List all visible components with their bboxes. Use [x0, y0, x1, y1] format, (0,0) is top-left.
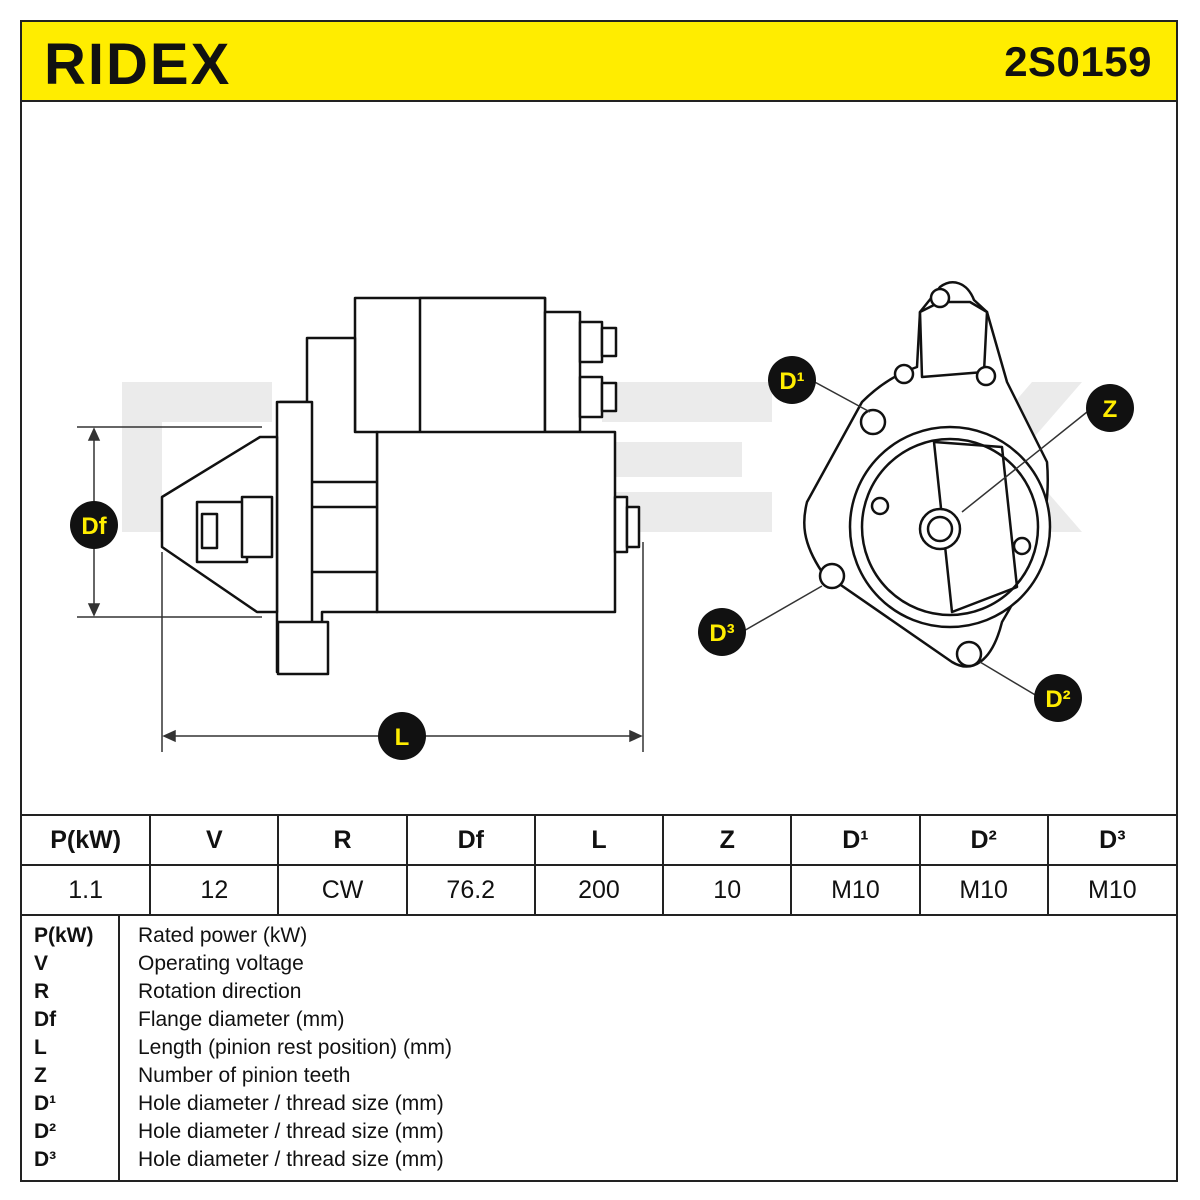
legend-symbol: L: [34, 1036, 47, 1059]
legend-description: Hole diameter / thread size (mm): [138, 1092, 444, 1115]
legend-description: Length (pinion rest position) (mm): [138, 1036, 452, 1059]
spec-table-header-row: P(kW) V R Df L Z D¹ D² D³: [22, 815, 1176, 866]
front-view-leaders: [741, 379, 1093, 697]
spec-header-cell: Z: [663, 815, 793, 866]
spec-value-cell: M10: [791, 865, 921, 916]
legend-row: P(kW) Rated power (kW): [22, 922, 1176, 950]
hole-d3: [818, 562, 846, 590]
brand-logo-text: RIDEX: [44, 32, 231, 94]
legend-row: R Rotation direction: [22, 978, 1176, 1006]
spec-header-cell: V: [150, 815, 280, 866]
legend-row: D¹ Hole diameter / thread size (mm): [22, 1090, 1176, 1118]
legend: P(kW) Rated power (kW) V Operating volta…: [22, 914, 1176, 1180]
legend-description: Number of pinion teeth: [138, 1064, 351, 1087]
spec-value-cell: M10: [1047, 865, 1176, 916]
svg-text:Df: Df: [81, 513, 107, 540]
legend-row: Z Number of pinion teeth: [22, 1062, 1176, 1090]
svg-text:D²: D²: [1045, 686, 1070, 713]
technical-drawing: Df L: [22, 102, 1176, 814]
legend-description: Flange diameter (mm): [138, 1008, 345, 1031]
spec-header-cell: L: [534, 815, 665, 866]
legend-symbol: Z: [34, 1064, 47, 1087]
legend-symbol-column: [22, 914, 120, 1180]
l-badge: L: [378, 712, 426, 760]
d1-badge: D¹: [768, 356, 816, 404]
legend-symbol: P(kW): [34, 924, 94, 947]
spec-value-cell: 12: [150, 865, 280, 916]
legend-description: Hole diameter / thread size (mm): [138, 1148, 444, 1171]
spec-value-cell: 10: [663, 865, 793, 916]
spec-table-value-row: 1.1 12 CW 76.2 200 10 M10 M10 M10: [22, 865, 1176, 916]
legend-row: D² Hole diameter / thread size (mm): [22, 1118, 1176, 1146]
legend-row: Df Flange diameter (mm): [22, 1006, 1176, 1034]
spec-header-cell: D³: [1047, 815, 1176, 866]
hole-d2: [955, 640, 983, 668]
svg-text:L: L: [395, 724, 410, 751]
spec-table: P(kW) V R Df L Z D¹ D² D³ 1.1 12 CW 76.2…: [22, 814, 1176, 916]
svg-text:Z: Z: [1103, 396, 1118, 423]
starter-front-view: [802, 281, 1052, 668]
motor-body: [375, 430, 617, 614]
drawing-canvas: Df L: [70, 281, 1134, 760]
legend-symbol: Df: [34, 1008, 57, 1031]
legend-description: Operating voltage: [138, 952, 304, 975]
legend-symbol: D¹: [34, 1092, 57, 1115]
hole-d1: [859, 408, 887, 436]
svg-text:D¹: D¹: [779, 368, 804, 395]
spec-header-cell: D¹: [791, 815, 921, 866]
d3-badge: D³: [698, 608, 746, 656]
spec-value-cell: 1.1: [22, 865, 152, 916]
legend-row: D³ Hole diameter / thread size (mm): [22, 1146, 1176, 1174]
part-number: 2S0159: [1004, 38, 1152, 85]
legend-description: Rated power (kW): [138, 924, 308, 947]
spec-value-cell: CW: [278, 865, 408, 916]
d2-badge: D²: [1034, 674, 1082, 722]
svg-text:D³: D³: [709, 620, 734, 647]
starter-side-view: [160, 296, 641, 676]
spec-value-cell: M10: [919, 865, 1049, 916]
spec-header-cell: P(kW): [22, 815, 152, 866]
legend-description: Hole diameter / thread size (mm): [138, 1120, 444, 1143]
spec-header-cell: R: [278, 815, 408, 866]
spec-header-cell: Df: [406, 815, 536, 866]
legend-row: L Length (pinion rest position) (mm): [22, 1034, 1176, 1062]
header-bar: RIDEX 2S0159: [22, 22, 1176, 102]
legend-description: Rotation direction: [138, 980, 302, 1003]
spec-header-cell: D²: [919, 815, 1049, 866]
z-badge: Z: [1086, 384, 1134, 432]
brand-logo: RIDEX: [44, 32, 231, 94]
legend-symbol: D³: [34, 1148, 57, 1171]
legend-symbol: V: [34, 952, 49, 975]
legend-symbol: R: [34, 980, 50, 1003]
spec-value-cell: 200: [534, 865, 665, 916]
df-badge: Df: [70, 501, 118, 549]
spec-value-cell: 76.2: [406, 865, 536, 916]
datasheet-frame: RIDEX 2S0159: [20, 20, 1178, 1182]
legend-row: V Operating voltage: [22, 950, 1176, 978]
legend-symbol: D²: [34, 1120, 57, 1143]
nose-cone: [160, 435, 279, 614]
